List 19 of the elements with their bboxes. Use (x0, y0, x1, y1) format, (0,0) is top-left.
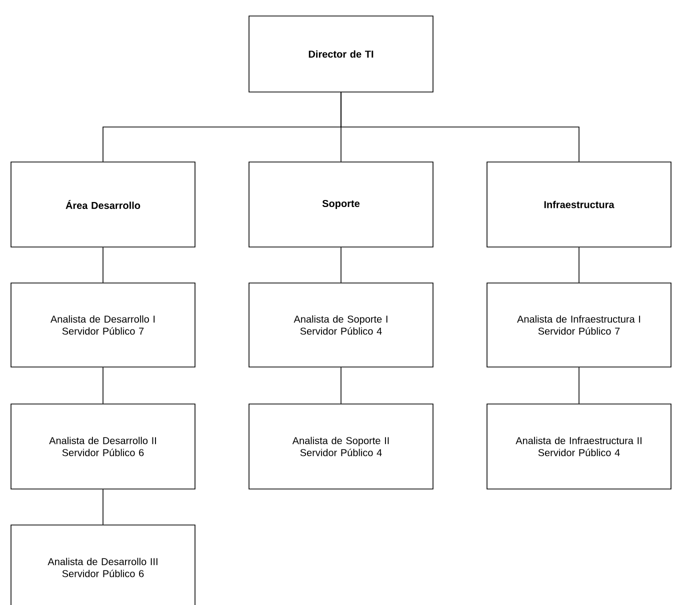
position-box: Analista de Desarrollo III Servidor Público 6 (10, 524, 196, 605)
connector-line (340, 247, 342, 283)
position-box: Analista de Infraestructura I Servidor Público 7 (486, 282, 672, 368)
connector-line (102, 367, 104, 404)
position-box: Analista de Soporte I Servidor Público 4 (248, 282, 434, 368)
connector-line (340, 92, 580, 162)
unit-box: Director de TI (248, 16, 434, 92)
position-box: Analista de Soporte II Servidor Público 4 (248, 404, 434, 490)
connector-line (578, 247, 580, 283)
connector-line (102, 489, 104, 525)
position-box: Analista de Desarrollo II Servidor Público 6 (10, 404, 196, 490)
unit-box: Infraestructura (486, 162, 672, 248)
position-box: Analista de Infraestructura II Servidor Público 4 (486, 404, 672, 490)
connector-line (340, 367, 342, 404)
unit-box: Área Desarrollo (10, 162, 196, 248)
connector-line (102, 247, 104, 283)
connector-line (578, 367, 580, 404)
unit-box: Soporte (248, 162, 434, 248)
position-box: Analista de Desarrollo I Servidor Público 7 (10, 282, 196, 368)
